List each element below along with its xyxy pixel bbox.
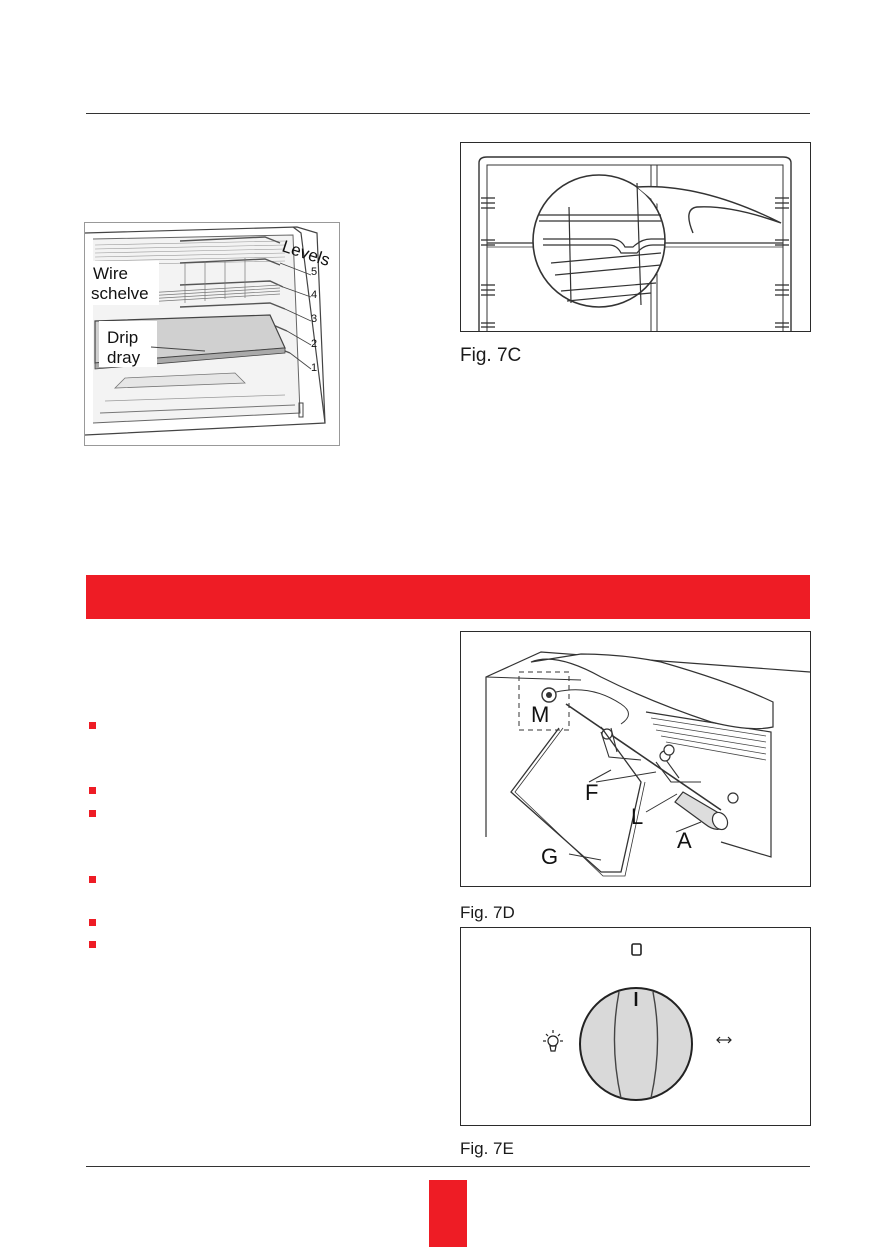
label-a: A — [677, 828, 692, 853]
header-rule — [86, 113, 810, 114]
label-f: F — [585, 780, 598, 805]
bullet-marker — [89, 941, 96, 948]
off-position-icon — [631, 943, 642, 956]
bullet-marker — [89, 919, 96, 926]
label-g: G — [541, 844, 558, 869]
bullet-marker — [89, 876, 96, 883]
drip-label-1: Drip — [107, 328, 138, 347]
level-1: 1 — [311, 362, 317, 374]
wire-label-1: Wire — [93, 264, 128, 283]
level-4: 4 — [311, 289, 317, 301]
label-l: L — [631, 804, 643, 829]
bullet-marker — [89, 810, 96, 817]
fig-7e-caption: Fig. 7E — [460, 1139, 514, 1158]
fig-7d-figure: M F L A G — [460, 631, 811, 887]
bullet-marker — [89, 787, 96, 794]
rotisserie-icon — [716, 1036, 732, 1044]
shelf-levels-figure: Wire schelve Drip dray Levels 5 4 3 2 1 — [84, 222, 340, 446]
bullet-marker — [89, 722, 96, 729]
fig-7d-caption: Fig. 7D — [460, 903, 515, 922]
level-2: 2 — [311, 338, 317, 350]
lamp-icon — [543, 1030, 563, 1052]
fig-7c-figure — [460, 142, 811, 332]
label-m: M — [531, 702, 549, 727]
drip-label-2: dray — [107, 348, 141, 367]
page-number-tab — [429, 1180, 467, 1247]
level-3: 3 — [311, 313, 317, 325]
footer-rule — [86, 1166, 810, 1167]
wire-label-2: schelve — [91, 284, 149, 303]
fig-7c-caption: Fig. 7C — [460, 345, 522, 366]
section-header-band — [86, 575, 810, 619]
fig-7e-figure — [460, 927, 811, 1126]
level-5: 5 — [311, 266, 317, 278]
control-knob[interactable] — [579, 987, 693, 1101]
